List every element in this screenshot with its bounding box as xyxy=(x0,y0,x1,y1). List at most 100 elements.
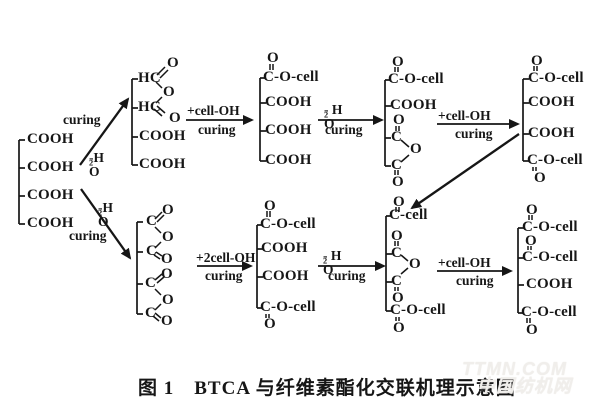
cyclic-anhydride-top-formula: HC xyxy=(138,70,161,86)
bis-anhydride-formula: O xyxy=(161,313,173,329)
diester-diacid-lower-formula: O xyxy=(264,316,276,332)
cyclic-anhydride-top-bond xyxy=(155,96,163,104)
text-run: -H xyxy=(89,150,104,165)
monoester-triacid-formula: COOH xyxy=(265,94,312,110)
bis-anhydride-bond xyxy=(156,276,165,284)
bis-anhydride-formula: O xyxy=(162,229,174,245)
bis-anhydride-formula: O xyxy=(161,251,173,267)
diester-anhydride-formula: O xyxy=(391,228,403,244)
cyclic-anhydride-top-formula: COOH xyxy=(139,128,186,144)
diester-diacid-upper-formula: O xyxy=(531,53,543,69)
watermark-line-2: 中国纺机网 xyxy=(477,376,572,396)
subscript: 2 xyxy=(323,256,328,266)
text-run: O xyxy=(98,213,109,229)
text-run: O xyxy=(323,261,334,277)
bis-anhydride-bond xyxy=(154,241,162,249)
diester-diacid-upper-formula: C-O-cell xyxy=(527,152,583,168)
monoester-anhydride-formula: C xyxy=(391,129,403,145)
arrow-curing-lower xyxy=(80,188,132,260)
diester-diacid-upper-formula: COOH xyxy=(528,125,575,141)
bis-anhydride-bond xyxy=(154,226,162,234)
diester-diacid-upper-formula: C-O-cell xyxy=(528,70,584,86)
monoester-anhydride-formula: O xyxy=(410,141,422,157)
diester-diacid-upper-formula: O xyxy=(534,170,546,186)
diester-anhydride-formula: C xyxy=(391,273,403,289)
diester-anhydride-formula: C-O-cell xyxy=(390,302,446,318)
diester-anhydride-formula: O xyxy=(393,194,405,210)
btca-tetraacid-formula: COOH xyxy=(27,131,74,147)
text-run: O xyxy=(324,115,335,131)
diester-diacid-lower-formula: C-O-cell xyxy=(260,299,316,315)
cyclic-anhydride-top-bond xyxy=(159,69,169,79)
monoester-anhydride-formula: O xyxy=(392,174,404,190)
arrow-cell-oh-3-label: curing xyxy=(456,273,494,288)
monoester-anhydride-formula: O xyxy=(392,54,404,70)
diester-anhydride-formula: O xyxy=(409,256,421,272)
btca-tetraacid-formula: COOH xyxy=(27,159,74,175)
diester-anhydride-formula: C xyxy=(391,245,403,261)
cyclic-anhydride-top-bond xyxy=(155,81,163,89)
subscript: 2 xyxy=(89,158,94,168)
bis-anhydride-bond xyxy=(154,312,162,319)
arrow-cell-oh-2-label: curing xyxy=(455,126,493,141)
monoester-anhydride-formula: C xyxy=(391,157,403,173)
bis-anhydride-formula: C xyxy=(145,305,157,321)
arrow-2cell-oh-label: curing xyxy=(205,268,243,283)
triester-monoacid-formula: O xyxy=(526,202,538,218)
triester-monoacid-formula: O xyxy=(525,233,537,249)
bis-anhydride-formula: C xyxy=(146,213,158,229)
arrow-converge xyxy=(410,133,520,210)
arrow-curing-upper xyxy=(79,97,130,166)
watermark-line-1: TTMN.COM xyxy=(462,359,567,379)
cyclic-anhydride-top-bond xyxy=(156,66,166,76)
triester-monoacid-formula: C-O-cell xyxy=(521,304,577,320)
text-run: O xyxy=(89,163,100,179)
monoester-triacid-formula: C-O-cell xyxy=(263,69,319,85)
diester-anhydride-bond xyxy=(400,254,409,262)
arrow-2cell-oh-label: +2cell-OH xyxy=(196,250,256,265)
bond-strokes xyxy=(18,64,538,323)
diester-diacid-lower-formula: C-O-cell xyxy=(260,216,316,232)
cyclic-anhydride-top-formula: O xyxy=(163,84,175,100)
monoester-triacid-formula: O xyxy=(267,50,279,66)
monoester-anhydride-bond xyxy=(400,139,410,148)
arrow-curing-lower-label: curing xyxy=(69,228,107,243)
text-run: - H xyxy=(324,102,343,117)
triester-monoacid-formula: C-O-cell xyxy=(522,249,578,265)
monoester-anhydride-formula: C-O-cell xyxy=(388,71,444,87)
bis-anhydride-formula: O xyxy=(162,292,174,308)
bis-anhydride-bond xyxy=(153,254,161,260)
diester-anhydride-formula: O xyxy=(392,290,404,306)
triester-monoacid-formula: COOH xyxy=(526,276,573,292)
cyclic-anhydride-top-bond xyxy=(153,108,163,117)
monoester-anhydride-formula: COOH xyxy=(390,97,437,113)
arrow-curing-upper-label: curing xyxy=(63,112,101,127)
subscript: 2 xyxy=(98,208,103,218)
arrow-cell-oh-3-label: +cell-OH xyxy=(438,255,491,270)
bis-anhydride-formula: O xyxy=(161,266,173,282)
figure-caption: 图 1 BTCA 与纤维素酯化交联机理示意图 xyxy=(138,378,516,399)
bis-anhydride-bond xyxy=(154,211,163,220)
cyclic-anhydride-top-formula: HC xyxy=(138,99,161,115)
bis-anhydride-bond xyxy=(154,303,162,311)
diester-diacid-upper-formula: COOH xyxy=(528,94,575,110)
diester-anhydride-bond xyxy=(400,267,409,275)
bis-anhydride-bond xyxy=(155,251,163,257)
subscript: 2 xyxy=(324,110,329,120)
bis-anhydride-formula: C xyxy=(145,275,157,291)
diester-diacid-lower-formula: COOH xyxy=(261,240,308,256)
bis-anhydride-formula: O xyxy=(162,202,174,218)
cyclic-anhydride-top-bond xyxy=(156,105,166,114)
diester-anhydride-formula: O xyxy=(393,320,405,336)
bis-anhydride-formula: C xyxy=(146,243,158,259)
bis-anhydride-bond xyxy=(154,273,163,281)
monoester-triacid-formula: COOH xyxy=(265,122,312,138)
monoester-anhydride-formula: O xyxy=(393,112,405,128)
btca-tetraacid-formula: COOH xyxy=(27,187,74,203)
bis-anhydride-bond xyxy=(152,315,160,322)
